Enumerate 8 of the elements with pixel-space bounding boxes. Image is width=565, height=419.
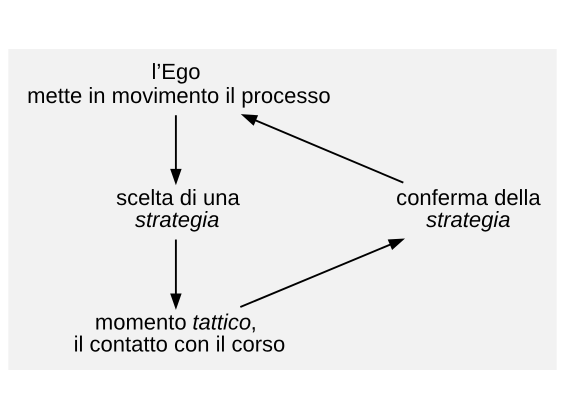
node-text: conferma della strategia — [396, 185, 541, 232]
arrow — [170, 115, 182, 186]
arrow — [170, 240, 182, 310]
node-text: scelta di una strategia — [116, 185, 240, 232]
node-text: momento tattico, il contatto con il corso — [74, 309, 286, 356]
node-text: l’Ego mette in movimento il processo — [27, 59, 331, 108]
arrow — [240, 238, 406, 308]
arrow — [240, 114, 404, 184]
